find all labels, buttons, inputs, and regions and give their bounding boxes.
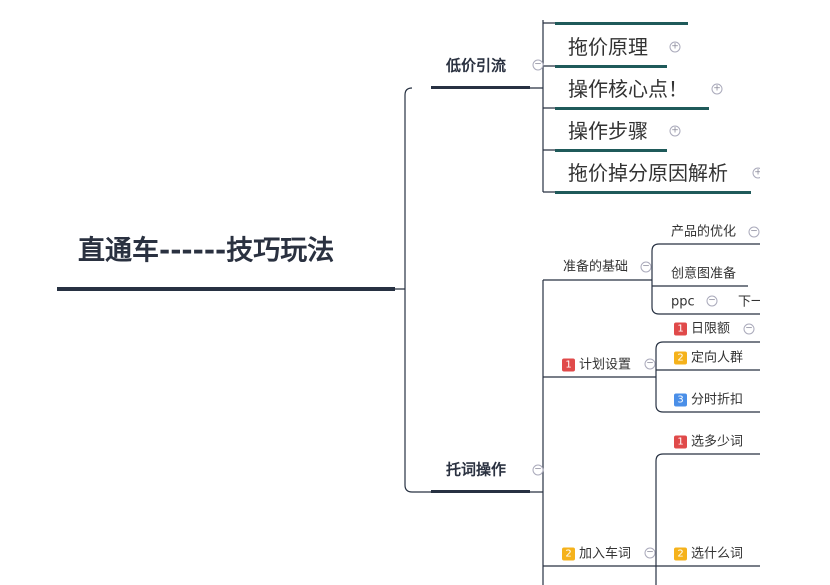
root-connector — [395, 87, 431, 493]
collapse-icon[interactable]: − — [532, 59, 544, 71]
topic-product-optimization[interactable]: 产品的优化 — [671, 224, 737, 240]
topic-add-keywords[interactable]: 2 加入车词 — [562, 546, 632, 562]
branch1-bracket — [530, 20, 555, 193]
branch1-underline — [431, 86, 530, 89]
priority-1-icon: 1 — [674, 435, 687, 449]
topic-daily-limit[interactable]: 1 日限额 — [674, 321, 731, 337]
topic-plan-settings[interactable]: 1 计划设置 — [562, 357, 632, 373]
collapse-icon[interactable]: − — [644, 547, 656, 559]
branch-keyword-operation[interactable]: 托词操作 — [446, 460, 507, 479]
sub2-bracket — [655, 341, 760, 413]
topic-steps[interactable]: 操作步骤 — [568, 119, 648, 143]
priority-3-icon: 3 — [674, 393, 687, 407]
topic-label: 选多少词 — [691, 434, 744, 450]
topic-label: 计划设置 — [579, 357, 632, 373]
expand-icon[interactable]: + — [669, 41, 681, 53]
priority-1-icon: 1 — [674, 322, 687, 336]
collapse-icon[interactable]: − — [640, 261, 652, 273]
topic-core-points[interactable]: 操作核心点！ — [568, 77, 688, 101]
branch2-underline — [431, 490, 530, 493]
topic-ppc[interactable]: ppc — [671, 294, 695, 310]
priority-2-icon: 2 — [562, 547, 575, 561]
root-underline — [57, 287, 395, 291]
topic-how-many-keywords[interactable]: 1 选多少词 — [674, 434, 744, 450]
expand-icon[interactable]: + — [711, 83, 723, 95]
topic-score-drop-analysis[interactable]: 拖价掉分原因解析 — [568, 161, 728, 185]
topic-label: 分时折扣 — [691, 392, 744, 408]
topic-label: 加入车词 — [579, 546, 632, 562]
collapse-icon[interactable]: − — [743, 323, 755, 335]
topic-next[interactable]: 下一 — [738, 294, 765, 310]
collapse-icon[interactable]: − — [532, 464, 544, 476]
topic-basics[interactable]: 准备的基础 — [563, 259, 629, 275]
expand-icon[interactable]: + — [669, 125, 681, 137]
canvas-blank-area — [760, 0, 830, 585]
topic-creative-image[interactable]: 创意图准备 — [671, 266, 737, 282]
collapse-icon[interactable]: − — [706, 295, 718, 307]
branch2-bracket — [530, 279, 656, 585]
priority-2-icon: 2 — [674, 351, 687, 365]
topic-drag-principle[interactable]: 拖价原理 — [568, 35, 648, 59]
topic-label: 选什么词 — [691, 546, 744, 562]
collapse-icon[interactable]: − — [748, 226, 760, 238]
collapse-icon[interactable]: − — [644, 358, 656, 370]
priority-1-icon: 1 — [562, 358, 575, 372]
priority-2-icon: 2 — [674, 547, 687, 561]
topic-target-audience[interactable]: 2 定向人群 — [674, 350, 744, 366]
topic-label: 日限额 — [691, 321, 731, 337]
sub3-bracket — [655, 453, 760, 585]
topic-label: 定向人群 — [691, 350, 744, 366]
sub1-bracket — [651, 243, 760, 315]
branch-low-price[interactable]: 低价引流 — [446, 56, 507, 75]
root-topic[interactable]: 直通车------技巧玩法 — [78, 235, 335, 267]
topic-which-keywords[interactable]: 2 选什么词 — [674, 546, 744, 562]
topic-time-discount[interactable]: 3 分时折扣 — [674, 392, 744, 408]
